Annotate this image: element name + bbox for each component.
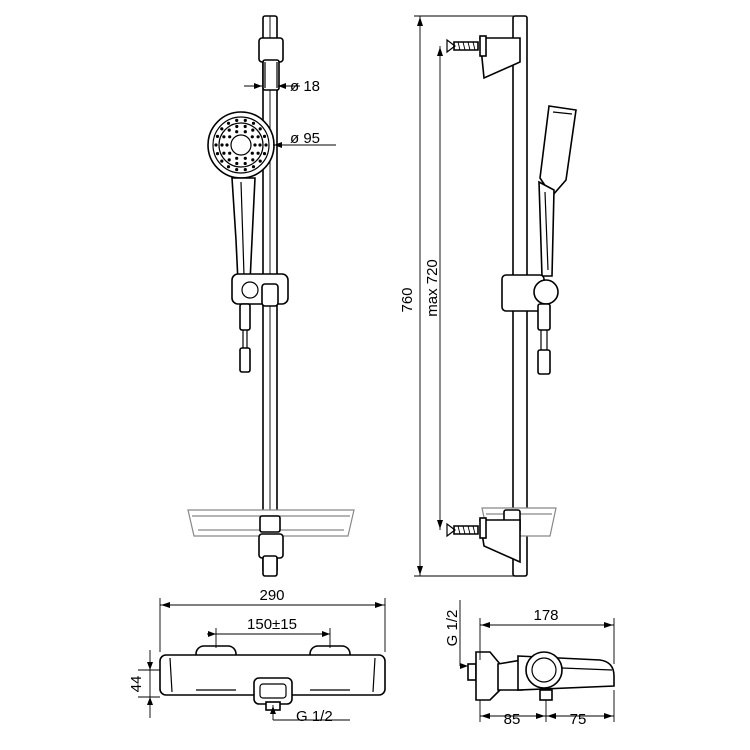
nozzle-dot [243, 124, 247, 129]
nozzle-dot [250, 135, 254, 139]
inlet-spacing-dimension: 150±15 [207, 616, 331, 648]
nozzle-dot [256, 151, 260, 155]
front-hand-shower [207, 111, 275, 283]
nozzle-dot [235, 168, 239, 172]
nozzle-dot [235, 161, 239, 166]
nozzle-dot [215, 152, 220, 156]
front-slider [231, 273, 289, 307]
nozzle-dot [215, 134, 220, 138]
inlet-thread-callout: G 1/2 [444, 600, 468, 669]
nozzle-pattern [214, 118, 268, 172]
outlet-thread-label: G 1/2 [296, 708, 333, 725]
nozzle-dot [251, 121, 256, 125]
total-height-dimension: 760 [399, 15, 520, 577]
front-bottom-bracket [258, 533, 284, 577]
nozzle-dot [214, 143, 218, 147]
nozzle-dot [228, 135, 232, 139]
front-soap-shelf [187, 509, 355, 537]
nozzle-dot [250, 151, 254, 155]
inlet-spacing-label: 150±15 [247, 616, 297, 633]
nozzle-dot [243, 118, 247, 122]
nozzle-dot [256, 135, 260, 139]
front-view-shower-set [187, 15, 355, 577]
nozzle-dot [220, 159, 224, 163]
nozzle-dot [253, 143, 257, 147]
nozzle-dot [226, 165, 231, 169]
side-bottom-bracket [446, 517, 521, 564]
depth-split-dimension: 85 75 [479, 690, 615, 728]
nozzle-dot [222, 135, 226, 139]
side-view-shower-set [446, 15, 577, 577]
nozzle-dot [222, 151, 226, 155]
max-height-label: max 720 [424, 259, 441, 317]
total-height-label: 760 [399, 287, 416, 312]
nozzle-dot [227, 158, 231, 162]
front-view-mixer [159, 645, 386, 711]
mixer-width-label: 290 [259, 587, 284, 604]
head-diameter-label: ø 95 [290, 130, 320, 147]
mixer-height-dimension: 44 [128, 650, 160, 718]
nozzle-dot [235, 124, 239, 129]
max-height-dimension: max 720 [424, 46, 443, 530]
nozzle-dot [235, 130, 239, 134]
nozzle-dot [258, 159, 262, 163]
nozzle-dot [251, 128, 255, 132]
nozzle-dot [225, 143, 229, 147]
nozzle-dot [235, 118, 239, 122]
outlet-thread-callout: G 1/2 [270, 705, 350, 725]
nozzle-dot [243, 130, 247, 134]
side-top-bracket [446, 35, 521, 80]
nozzle-dot [220, 127, 224, 131]
mixer-height-label: 44 [128, 676, 145, 693]
mixer-depth-dimension: 178 [479, 607, 615, 664]
nozzle-dot [235, 156, 239, 160]
nozzle-dot [243, 161, 247, 166]
rail-diameter-dimension: ø 18 [244, 78, 320, 95]
inlet-thread-label: G 1/2 [444, 610, 461, 647]
nozzle-dot [262, 134, 267, 138]
depth-left-label: 85 [504, 711, 521, 728]
nozzle-dot [228, 151, 232, 155]
nozzle-dot [251, 158, 255, 162]
mixer-depth-label: 178 [533, 607, 558, 624]
nozzle-dot [243, 168, 247, 172]
front-top-bracket [258, 37, 284, 91]
side-slider [501, 274, 559, 375]
nozzle-dot [227, 128, 231, 132]
nozzle-dot [220, 143, 224, 147]
side-view-mixer [467, 651, 615, 701]
side-hand-shower [538, 105, 577, 277]
front-hose [239, 303, 251, 373]
rail-diameter-label: ø 18 [290, 78, 320, 95]
depth-right-label: 75 [570, 711, 587, 728]
head-diameter-dimension: ø 95 [273, 130, 336, 148]
mixer-width-dimension: 290 [159, 587, 386, 652]
nozzle-dot [251, 165, 256, 169]
nozzle-dot [243, 156, 247, 160]
nozzle-dot [258, 143, 262, 147]
nozzle-dot [258, 127, 262, 131]
nozzle-dot [226, 121, 231, 125]
wall-eccentric [467, 663, 477, 681]
nozzle-dot [262, 152, 267, 156]
nozzle-dot [264, 143, 268, 147]
